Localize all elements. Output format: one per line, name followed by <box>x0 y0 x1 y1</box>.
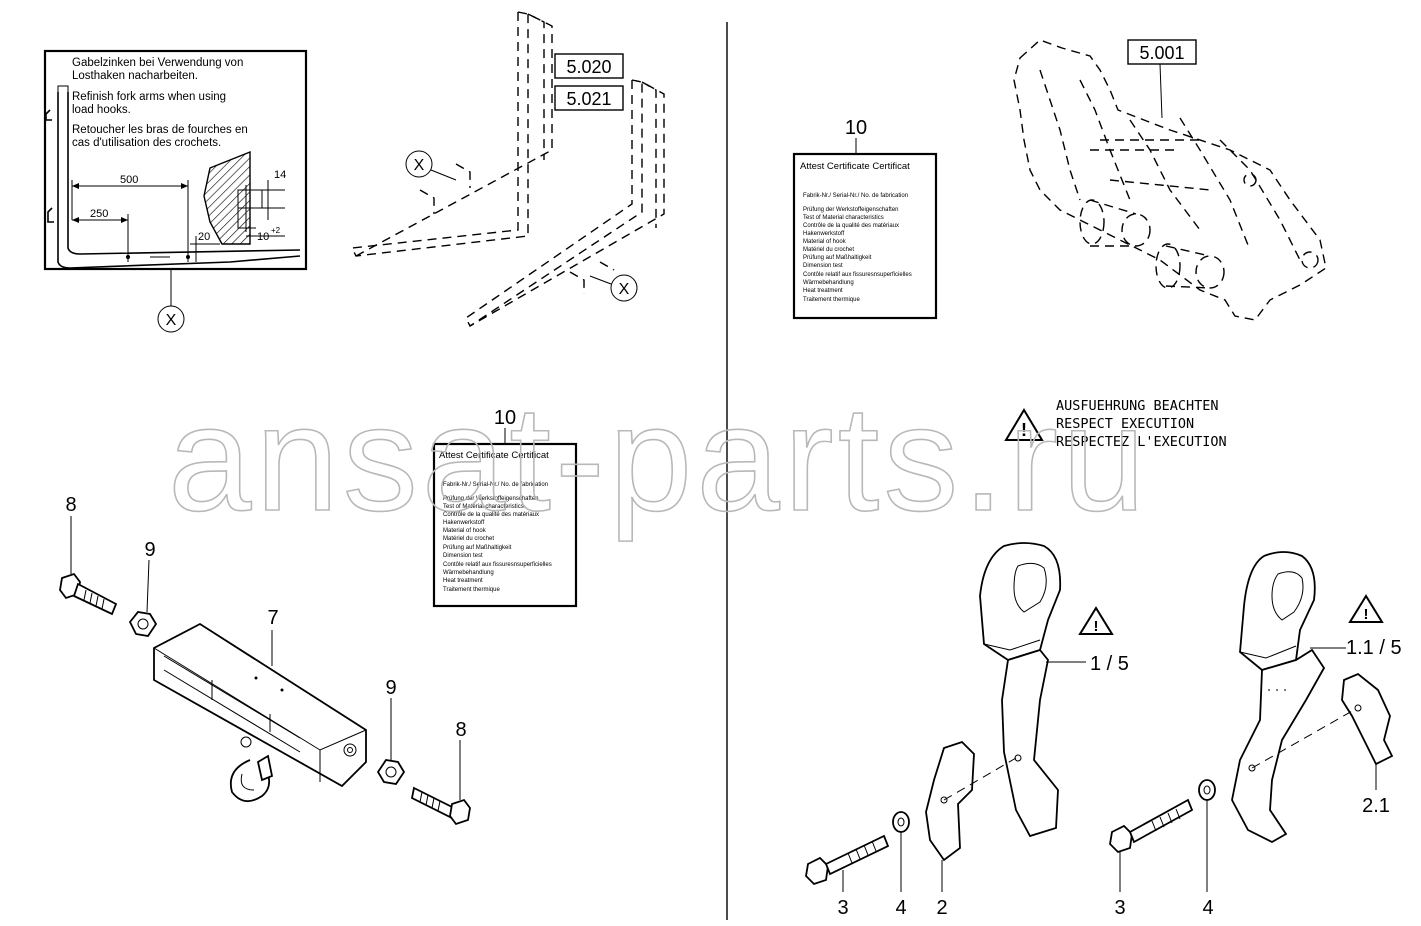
svg-text:!: ! <box>1364 606 1369 623</box>
nut-left <box>128 611 158 637</box>
cert-top-line-12: Traitement thermique <box>803 297 860 303</box>
cert-top-line-1: Prüfung der Werkstoffeigenschaften <box>803 207 899 213</box>
hook-left-washer-callout: 4 <box>895 897 906 919</box>
bolt-right <box>410 786 471 826</box>
cert-top-line-2: Test of Material characteristics <box>803 215 884 221</box>
cert-center-line-12: Traitement thermique <box>443 587 500 593</box>
cert-center-line-0: Fabrik-Nr./ Serial-Nr./ No. de fabricati… <box>443 482 548 488</box>
bolt-left <box>59 572 118 616</box>
carriage-part-label: 5.001 <box>1139 43 1184 63</box>
notice-text-en-2: load hooks. <box>72 104 131 116</box>
cert-top-line-0: Fabrik-Nr./ Serial-Nr./ No. de fabricati… <box>803 193 908 199</box>
cert-top-line-6: Matériel du crochet <box>803 247 854 253</box>
dim-250: 250 <box>90 208 108 220</box>
hook-left-bolt-callout: 3 <box>837 897 848 919</box>
hook-right-washer-callout: 4 <box>1202 897 1213 919</box>
hook-right-assembly: 1.1 / 5 ! 2.1 4 3 <box>1109 551 1402 919</box>
notice-text-de-1: Gabelzinken bei Verwendung von <box>72 57 243 69</box>
detail-x-label-fork-1: X <box>414 157 425 174</box>
dim-500: 500 <box>120 174 138 186</box>
notice-text-en-1: Refinish fork arms when using <box>72 91 226 103</box>
cert-top-line-10: Wärmebehandlung <box>803 280 854 286</box>
detail-x-label-fork-2: X <box>619 281 630 298</box>
cert-center-line-1: Prüfung der Werkstoffeigenschaften <box>443 496 539 502</box>
cert-center-line-2: Test of Material characteristics <box>443 504 524 510</box>
callout-bolt-left: 8 <box>65 494 76 516</box>
hook-right-label: 1.1 / 5 <box>1346 637 1402 659</box>
notice-text-fr-2: cas d'utilisation des crochets. <box>72 137 221 149</box>
warning-icon-hook-right <box>1348 594 1384 623</box>
detail-x-label-panel: X <box>166 312 177 329</box>
svg-text:!: ! <box>1094 618 1099 635</box>
dim-14: 14 <box>274 169 286 181</box>
certificate-callout-center: 10 <box>494 407 516 429</box>
fork-arms: 5.020 5.021 X X <box>350 11 665 328</box>
hook-beam-assembly: 8 9 7 <box>59 494 471 826</box>
certificate-title-top: Attest Certificate Certificat <box>800 161 910 172</box>
cert-center-line-4: Hakenwerkstoff <box>443 520 485 526</box>
warning-line-en: RESPECT EXECUTION <box>1056 416 1194 432</box>
watermark-text: ansat-parts.ru <box>168 374 1149 542</box>
callout-nut-right: 9 <box>385 677 396 699</box>
fork-profile <box>45 85 301 269</box>
svg-text:!: ! <box>1021 420 1027 440</box>
warning-icon-hook-left <box>1078 606 1114 635</box>
dim-10: 10 <box>257 231 269 243</box>
cert-center-line-9: Contôle relatif aux fissuresnsuperficiel… <box>443 562 552 568</box>
notice-text-fr-1: Retoucher les bras de fourches en <box>72 124 248 136</box>
cert-center-line-5: Material of hook <box>443 528 487 534</box>
cert-top-line-5: Material of hook <box>803 239 847 245</box>
cert-top-line-3: Contrôle de la qualité des matériaux <box>803 223 899 229</box>
warning-line-de: AUSFUEHRUNG BEACHTEN <box>1056 398 1219 414</box>
warning-icon <box>1004 408 1044 441</box>
hook-left-label: 1 / 5 <box>1090 653 1129 675</box>
cert-center-line-11: Heat treatment <box>443 578 483 584</box>
certificate-center: 10 Attest Certificate Certificat Fabrik-… <box>432 407 578 608</box>
certificate-top: 10 Attest Certificate Certificat Fabrik-… <box>792 117 938 320</box>
cert-center-line-3: Contrôle de la qualité des matériaux <box>443 512 539 518</box>
callout-nut-left: 9 <box>144 539 155 561</box>
certificate-title-center: Attest Certificate Certificat <box>439 450 549 461</box>
cert-center-line-6: Matériel du crochet <box>443 536 494 542</box>
certificate-callout-top: 10 <box>845 117 867 139</box>
cert-center-line-10: Wärmebehandlung <box>443 570 494 576</box>
warning-note: ! AUSFUEHRUNG BEACHTEN RESPECT EXECUTION… <box>1004 398 1227 450</box>
fork-part-5021: 5.021 <box>566 89 611 109</box>
callout-beam: 7 <box>267 607 278 629</box>
cert-top-line-11: Heat treatment <box>803 288 843 294</box>
dim-10-tolerance: +2 <box>271 226 281 235</box>
dimension-lines <box>71 180 285 262</box>
cert-top-line-7: Prüfung auf Maßhaltigkeit <box>803 255 872 261</box>
notice-text-de-2: Losthaken nacharbeiten. <box>72 70 198 82</box>
notice-panel: Gabelzinken bei Verwendung von Losthaken… <box>43 49 308 333</box>
callout-bolt-right: 8 <box>455 719 466 741</box>
cert-top-line-9: Contôle relatif aux fissuresnsuperficiel… <box>803 272 912 278</box>
hook-beam <box>153 622 367 802</box>
cert-top-line-8: Dimension test <box>803 263 843 269</box>
carriage-assembly: 5.001 <box>1013 39 1327 321</box>
hook-left-assembly: 1 / 5 ! 2 4 3 <box>805 542 1129 919</box>
warning-line-fr: RESPECTEZ L'EXECUTION <box>1056 434 1227 450</box>
cert-center-line-8: Dimension test <box>443 553 483 559</box>
hook-right-plate-callout: 2.1 <box>1362 795 1390 817</box>
cert-center-line-7: Prüfung auf Maßhaltigkeit <box>443 545 512 551</box>
cert-top-line-4: Hakenwerkstoff <box>803 231 845 237</box>
hook-left-plate-callout: 2 <box>936 897 947 919</box>
hook-right-bolt-callout: 3 <box>1114 897 1125 919</box>
dim-20: 20 <box>198 231 210 243</box>
nut-right <box>376 759 406 785</box>
fork-part-5020: 5.020 <box>566 57 611 77</box>
